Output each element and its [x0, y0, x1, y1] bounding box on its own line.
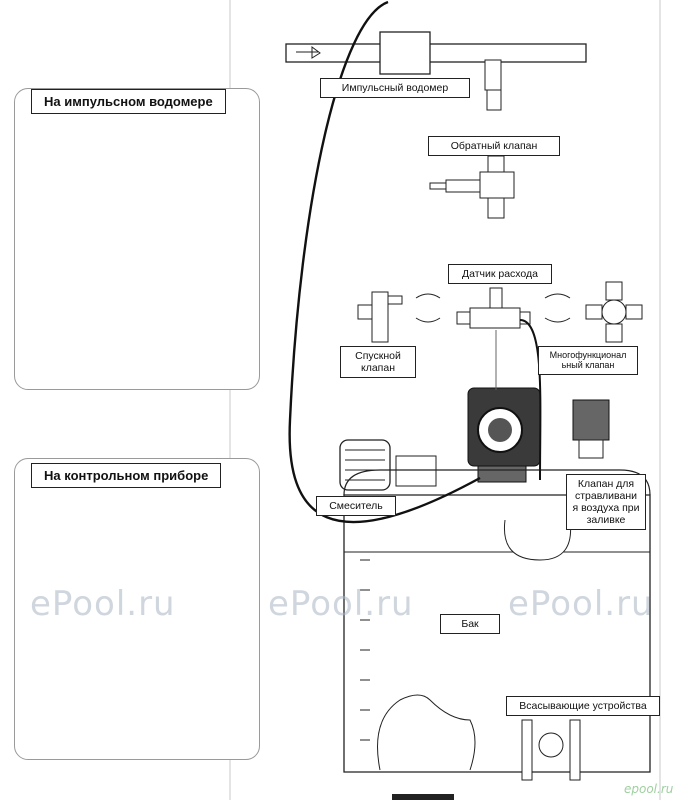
watermark-2: ePool.ru: [268, 584, 414, 624]
control-device-panel-title: На контрольном приборе: [31, 463, 222, 488]
label-pulse-meter: Импульсный водомер: [320, 78, 470, 99]
pulse-meter-panel: На импульсном водомере: [14, 88, 260, 390]
check-valve: [429, 155, 515, 219]
drain-valve: [357, 291, 403, 343]
brand-mark: epool.ru: [624, 782, 674, 796]
signal-cable: [288, 0, 481, 524]
label-mixer: Смеситель: [316, 496, 396, 517]
watermark-3: ePool.ru: [508, 584, 654, 624]
label-air-release-valve: Клапан для стравливани я воздуха при зал…: [566, 474, 646, 531]
label-tank: Бак: [440, 614, 500, 635]
label-suction-devices: Всасывающие устройства: [506, 696, 660, 717]
label-check-valve: Обратный клапан: [428, 136, 560, 157]
watermark-1: ePool.ru: [30, 584, 176, 624]
label-flow-sensor: Датчик расхода: [448, 264, 552, 285]
mixer-motor: [339, 439, 437, 491]
dosing-pump: [467, 387, 541, 483]
suction-devices: [521, 719, 581, 781]
control-device-panel: На контрольном приборе: [14, 458, 260, 760]
pulse-meter-panel-title: На импульсном водомере: [31, 89, 226, 114]
label-drain-valve: Спускной клапан: [340, 346, 416, 379]
multifunction-valve: [585, 281, 643, 343]
label-multifunction-valve: Многофункционал ьный клапан: [538, 346, 638, 375]
water-pipe: [285, 31, 587, 111]
flow-sensor: [456, 287, 531, 329]
air-release-valve: [572, 399, 610, 459]
